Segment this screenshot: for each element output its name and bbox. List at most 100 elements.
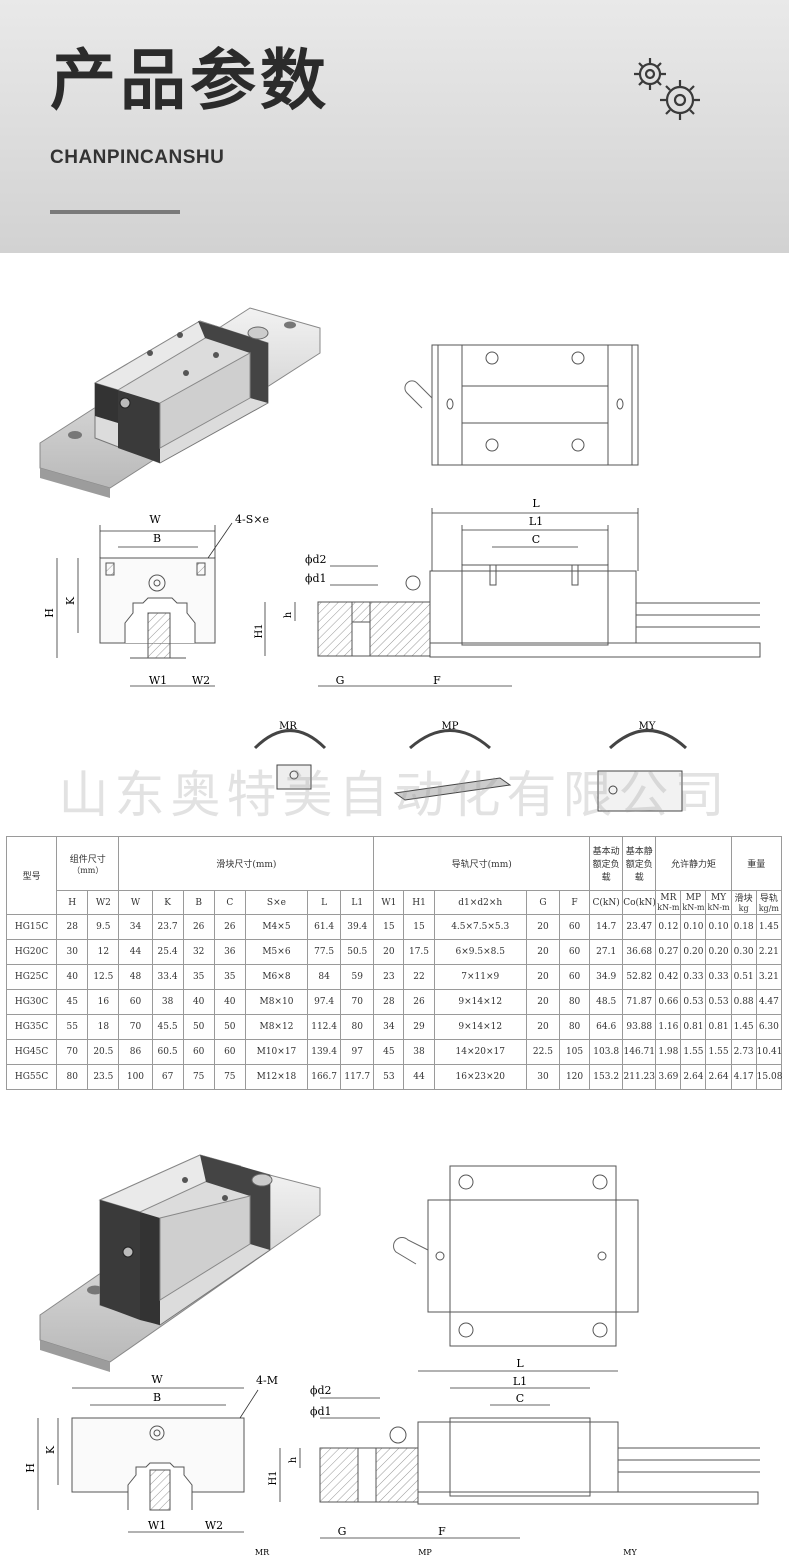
column-header: S×e bbox=[244, 890, 309, 915]
table-cell: 30 bbox=[525, 1064, 561, 1090]
moment2-label-mr: MR bbox=[255, 1548, 270, 1557]
table-cell: 60 bbox=[558, 964, 591, 990]
table-cell: 1.16 bbox=[655, 1014, 682, 1040]
table-cell: 16 bbox=[87, 989, 120, 1015]
table-cell: 25.4 bbox=[151, 939, 184, 965]
dim-label-l1: L1 bbox=[529, 515, 543, 528]
table-cell: 80 bbox=[558, 989, 591, 1015]
table-cell: 97.4 bbox=[307, 989, 342, 1015]
header-rail: 导轨尺寸(mm) bbox=[373, 836, 591, 891]
table-cell: 1.45 bbox=[730, 1014, 757, 1040]
table-cell: 0.10 bbox=[680, 914, 707, 940]
table-cell: 2.64 bbox=[680, 1064, 707, 1090]
model-cell: HG20C bbox=[5, 939, 58, 965]
table-cell: 10.41 bbox=[755, 1039, 782, 1065]
table-cell: 28 bbox=[373, 989, 405, 1015]
dim-label-w1: W1 bbox=[149, 674, 167, 687]
table-cell: 20.5 bbox=[87, 1039, 120, 1065]
table-cell: 59 bbox=[340, 964, 375, 990]
table-cell: 34 bbox=[118, 914, 153, 940]
column-header: K bbox=[151, 890, 184, 915]
table-cell: 12 bbox=[87, 939, 120, 965]
table-cell: 71.87 bbox=[622, 989, 657, 1015]
table-cell: 15 bbox=[403, 914, 435, 940]
table-cell: M5×6 bbox=[244, 939, 309, 965]
table-cell: 3.69 bbox=[655, 1064, 682, 1090]
product-render-1 bbox=[39, 307, 321, 498]
table-cell: 2.21 bbox=[755, 939, 783, 965]
moment2-label-my: MY bbox=[623, 1548, 637, 1557]
table-cell: 26 bbox=[182, 914, 215, 940]
table-cell: 20 bbox=[525, 989, 561, 1015]
table-cell: 4.47 bbox=[755, 989, 783, 1015]
model-cell: HG25C bbox=[5, 964, 58, 990]
drawing-set-2: W B 4-M H K W1 W2 L L1 C ϕd2 ϕd1 h H1 G … bbox=[24, 1154, 760, 1557]
table-cell: 1.55 bbox=[680, 1039, 707, 1065]
moment-diagram-mp bbox=[393, 729, 512, 801]
column-header: G bbox=[525, 890, 561, 915]
moment-label-mp: MP bbox=[442, 721, 459, 732]
table-cell: 15 bbox=[373, 914, 405, 940]
model-cell: HG35C bbox=[5, 1014, 58, 1040]
dim-label-k: K bbox=[64, 596, 77, 605]
drawing-set-1: W B 4-S×e H K W1 W2 L L1 C ϕd2 ϕd1 h H1 … bbox=[39, 307, 761, 812]
table-cell: 103.8 bbox=[589, 1039, 624, 1065]
dim2-label-g: G bbox=[338, 1525, 347, 1538]
table-cell: 9×14×12 bbox=[433, 989, 527, 1015]
table-cell: 26 bbox=[403, 989, 435, 1015]
dim2-label-w1: W1 bbox=[148, 1519, 166, 1532]
column-header: B bbox=[182, 890, 215, 915]
header-weight: 重量 bbox=[730, 836, 783, 891]
table-cell: 153.2 bbox=[589, 1064, 624, 1090]
table-cell: 0.51 bbox=[730, 964, 757, 990]
model-cell: HG45C bbox=[5, 1039, 58, 1065]
table-cell: 34 bbox=[373, 1014, 405, 1040]
model-cell: HG30C bbox=[5, 989, 58, 1015]
table-cell: 0.20 bbox=[705, 939, 732, 965]
column-header: L bbox=[307, 890, 342, 915]
table-cell: 7×11×9 bbox=[433, 964, 527, 990]
dim2-label-w2: W2 bbox=[205, 1519, 223, 1532]
model-cell: HG15C bbox=[5, 914, 58, 940]
table-cell: 28 bbox=[56, 914, 89, 940]
dim2-label-l1: L1 bbox=[513, 1375, 527, 1388]
dim2-label-k: K bbox=[44, 1445, 57, 1454]
table-cell: 40 bbox=[56, 964, 89, 990]
table-cell: 30 bbox=[56, 939, 89, 965]
moment-diagram-mr bbox=[253, 729, 327, 790]
table-cell: 17.5 bbox=[403, 939, 435, 965]
table-cell: 77.5 bbox=[307, 939, 342, 965]
table-cell: M4×5 bbox=[244, 914, 309, 940]
table-cell: 45.5 bbox=[151, 1014, 184, 1040]
column-header: F bbox=[558, 890, 591, 915]
table-cell: 0.42 bbox=[655, 964, 682, 990]
table-cell: 40 bbox=[182, 989, 215, 1015]
dim-label-d2: ϕd2 bbox=[305, 553, 327, 566]
table-cell: 1.55 bbox=[705, 1039, 732, 1065]
table-cell: 0.27 bbox=[655, 939, 682, 965]
table-cell: 0.33 bbox=[680, 964, 707, 990]
column-header: W2 bbox=[87, 890, 120, 915]
title-underline bbox=[50, 210, 180, 214]
table-cell: 18 bbox=[87, 1014, 120, 1040]
table-cell: 0.88 bbox=[730, 989, 757, 1015]
dim2-label-h: H bbox=[24, 1463, 37, 1473]
table-cell: 33.4 bbox=[151, 964, 184, 990]
table-cell: 26 bbox=[213, 914, 246, 940]
dimension-lines-1b bbox=[264, 508, 639, 687]
dimension-lines-2 bbox=[37, 1387, 259, 1533]
table-cell: 4.17 bbox=[730, 1064, 757, 1090]
table-cell: 3.21 bbox=[755, 964, 783, 990]
table-cell: 60 bbox=[558, 939, 591, 965]
dim2-label-m: 4-M bbox=[256, 1374, 278, 1387]
table-cell: 23 bbox=[373, 964, 405, 990]
table-cell: 29 bbox=[403, 1014, 435, 1040]
table-cell: 60 bbox=[118, 989, 153, 1015]
column-header: Co(kN) bbox=[622, 890, 657, 915]
table-cell: 36 bbox=[213, 939, 246, 965]
